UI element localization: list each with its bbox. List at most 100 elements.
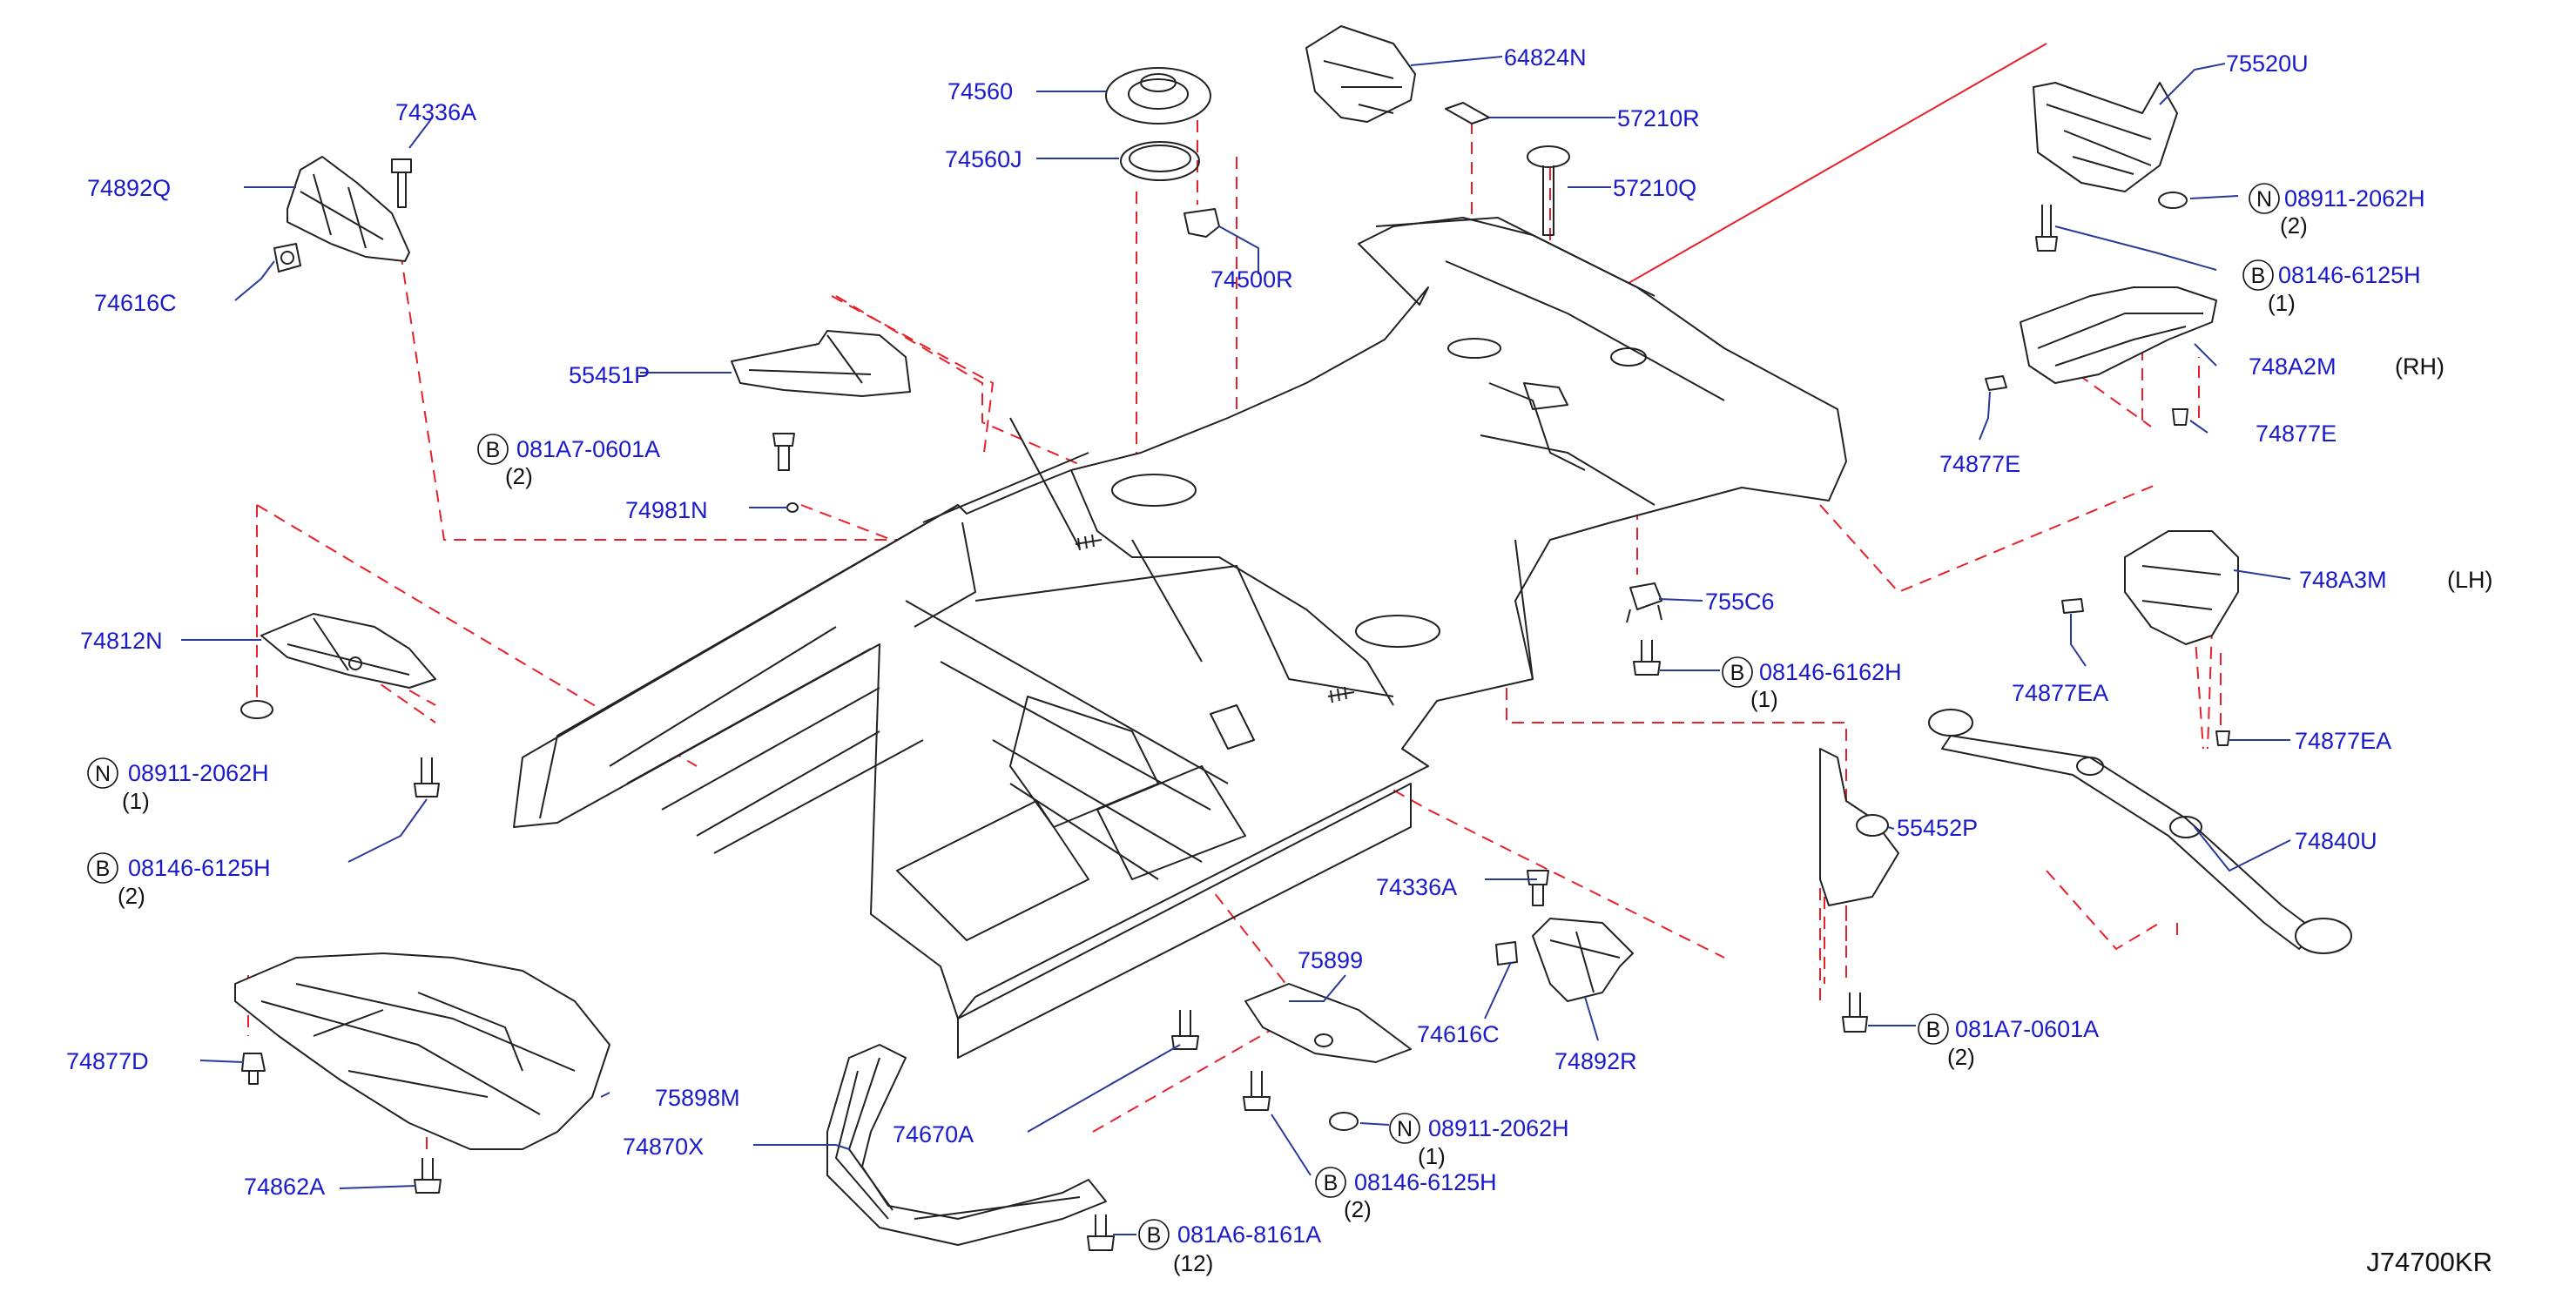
bolt-08146-6125H-mid-icon — [1243, 1071, 1271, 1111]
svg-text:(2): (2) — [118, 883, 145, 909]
svg-text:(RH): (RH) — [2395, 353, 2445, 380]
clip-74877E-rh-1-icon — [1985, 375, 2007, 391]
label-74877D: 74877D — [66, 1048, 149, 1074]
label-74670A: 74670A — [893, 1121, 974, 1147]
label-748A2M: 748A2M (RH) — [2249, 353, 2445, 380]
label-74500R: 74500R — [1210, 266, 1293, 293]
svg-text:B: B — [1926, 1018, 1941, 1042]
bolt-081A7-0601A-front-icon — [772, 433, 795, 471]
label-74877E-a: 74877E — [1939, 451, 2020, 477]
brace-74840U-icon — [1928, 709, 2352, 954]
label-75520U: 75520U — [2226, 50, 2309, 77]
diagram-code: J74700KR — [2366, 1247, 2492, 1277]
svg-text:N: N — [1397, 1117, 1413, 1141]
part-labels: 74336A 74892Q 74616C 74560 74560J 74500R… — [66, 44, 2493, 1277]
svg-text:(2): (2) — [505, 463, 533, 489]
svg-text:B: B — [486, 438, 501, 462]
label-74892R: 74892R — [1554, 1048, 1637, 1074]
label-57210R: 57210R — [1617, 105, 1700, 131]
clip-74877D-icon — [241, 1053, 266, 1085]
nut-08911-2062H-mid-icon — [1329, 1112, 1359, 1131]
label-08911-2062H-mid: N 08911-2062H (1) — [1389, 1113, 1569, 1169]
nut-74616C-icon — [273, 243, 301, 273]
bracket-55452P-icon — [1819, 748, 1899, 906]
label-081A7-0601A-front: B 081A7-0601A (2) — [477, 434, 660, 489]
svg-text:(2): (2) — [1947, 1044, 1975, 1070]
svg-text:748A2M: 748A2M — [2249, 353, 2337, 380]
bracket-74892R-icon — [1532, 918, 1634, 1002]
svg-text:(1): (1) — [2268, 290, 2296, 316]
pin-74981N-icon — [786, 502, 799, 513]
label-08146-6125H-rh: B 08146-6125H (1) — [2242, 259, 2421, 316]
bracket-75520U-icon — [2033, 82, 2178, 192]
svg-text:(LH): (LH) — [2447, 567, 2493, 593]
splash-guard-748A3M-icon — [2124, 530, 2239, 645]
label-57210Q: 57210Q — [1613, 175, 1696, 201]
splash-guard-748A2M-icon — [2020, 286, 2217, 384]
label-74812N: 74812N — [80, 628, 163, 654]
svg-text:081A6-8161A: 081A6-8161A — [1177, 1221, 1321, 1248]
bracket-64824N-icon — [1305, 25, 1416, 123]
label-74616C-rear: 74616C — [1417, 1021, 1500, 1047]
label-74870X: 74870X — [623, 1134, 704, 1160]
label-755C6: 755C6 — [1705, 589, 1775, 615]
pad-57210R-icon — [1445, 102, 1490, 124]
svg-text:08911-2062H: 08911-2062H — [128, 760, 269, 786]
bracket-74812N-icon — [260, 613, 436, 689]
label-74981N: 74981N — [625, 497, 708, 523]
svg-text:B: B — [2251, 264, 2266, 288]
leader-lines — [181, 56, 2291, 1235]
bolt-74336A-rear-icon — [1527, 870, 1549, 906]
svg-text:N: N — [95, 762, 111, 786]
bolt-08146-6125H-front-icon — [414, 757, 440, 797]
svg-text:(1): (1) — [1750, 686, 1778, 712]
svg-text:08146-6125H: 08146-6125H — [1354, 1169, 1497, 1195]
label-74862A: 74862A — [244, 1174, 325, 1200]
grommet-74560-icon — [1105, 67, 1211, 124]
bracket-75899-icon — [1244, 983, 1412, 1063]
clip-755C6-icon — [1626, 582, 1662, 623]
label-74616C-front: 74616C — [94, 290, 177, 316]
label-55452P: 55452P — [1897, 815, 1978, 841]
label-74892Q: 74892Q — [87, 175, 171, 201]
svg-text:(12): (12) — [1173, 1250, 1213, 1276]
nut-74616C-rear-icon — [1495, 941, 1518, 966]
label-08146-6162H: B 08146-6162H (1) — [1722, 656, 1902, 712]
bolt-081A6-8161A-icon — [1087, 1215, 1115, 1251]
label-74336A-rear: 74336A — [1376, 874, 1457, 900]
label-75898M: 75898M — [655, 1085, 740, 1111]
label-08146-6125H-mid: B 08146-6125H (2) — [1315, 1167, 1497, 1222]
label-74877E-b: 74877E — [2256, 421, 2337, 447]
clip-74877EA-1-icon — [2061, 598, 2084, 614]
stud-57210Q-icon — [1527, 145, 1570, 236]
svg-text:B: B — [1324, 1171, 1339, 1195]
svg-text:08146-6125H: 08146-6125H — [128, 855, 271, 881]
label-75899: 75899 — [1298, 947, 1363, 973]
label-08146-6125H-front: B 08146-6125H (2) — [87, 852, 271, 909]
svg-text:B: B — [1730, 661, 1745, 685]
svg-text:B: B — [1147, 1223, 1162, 1248]
label-081A7-0601A-rear: B 081A7-0601A (2) — [1918, 1013, 2099, 1070]
svg-text:(1): (1) — [122, 788, 150, 814]
bolt-74862A-icon — [414, 1158, 442, 1194]
label-748A3M: 748A3M (LH) — [2299, 567, 2493, 593]
bracket-74892Q-icon — [287, 156, 410, 262]
ring-74560J-icon — [1120, 141, 1200, 181]
clip-74877EA-2-icon — [2215, 730, 2230, 746]
clip-74877E-rh-2-icon — [2172, 408, 2188, 426]
svg-text:08911-2062H: 08911-2062H — [1428, 1115, 1569, 1141]
label-74840U: 74840U — [2295, 828, 2377, 854]
svg-text:081A7-0601A: 081A7-0601A — [1955, 1016, 2099, 1042]
nut-08911-2062H-front-icon — [240, 700, 273, 719]
label-74336A-front: 74336A — [395, 99, 476, 125]
nut-08911-2062H-rh-icon — [2158, 192, 2188, 209]
svg-text:B: B — [96, 857, 111, 881]
label-081A6-8161A: B 081A6-8161A (12) — [1138, 1219, 1321, 1276]
svg-text:N: N — [2256, 187, 2272, 212]
label-74560: 74560 — [947, 78, 1013, 104]
label-08911-2062H-rh: N 08911-2062H (2) — [2249, 183, 2425, 239]
svg-text:748A3M: 748A3M — [2299, 567, 2387, 593]
svg-text:(1): (1) — [1418, 1143, 1446, 1169]
svg-text:081A7-0601A: 081A7-0601A — [516, 436, 660, 462]
